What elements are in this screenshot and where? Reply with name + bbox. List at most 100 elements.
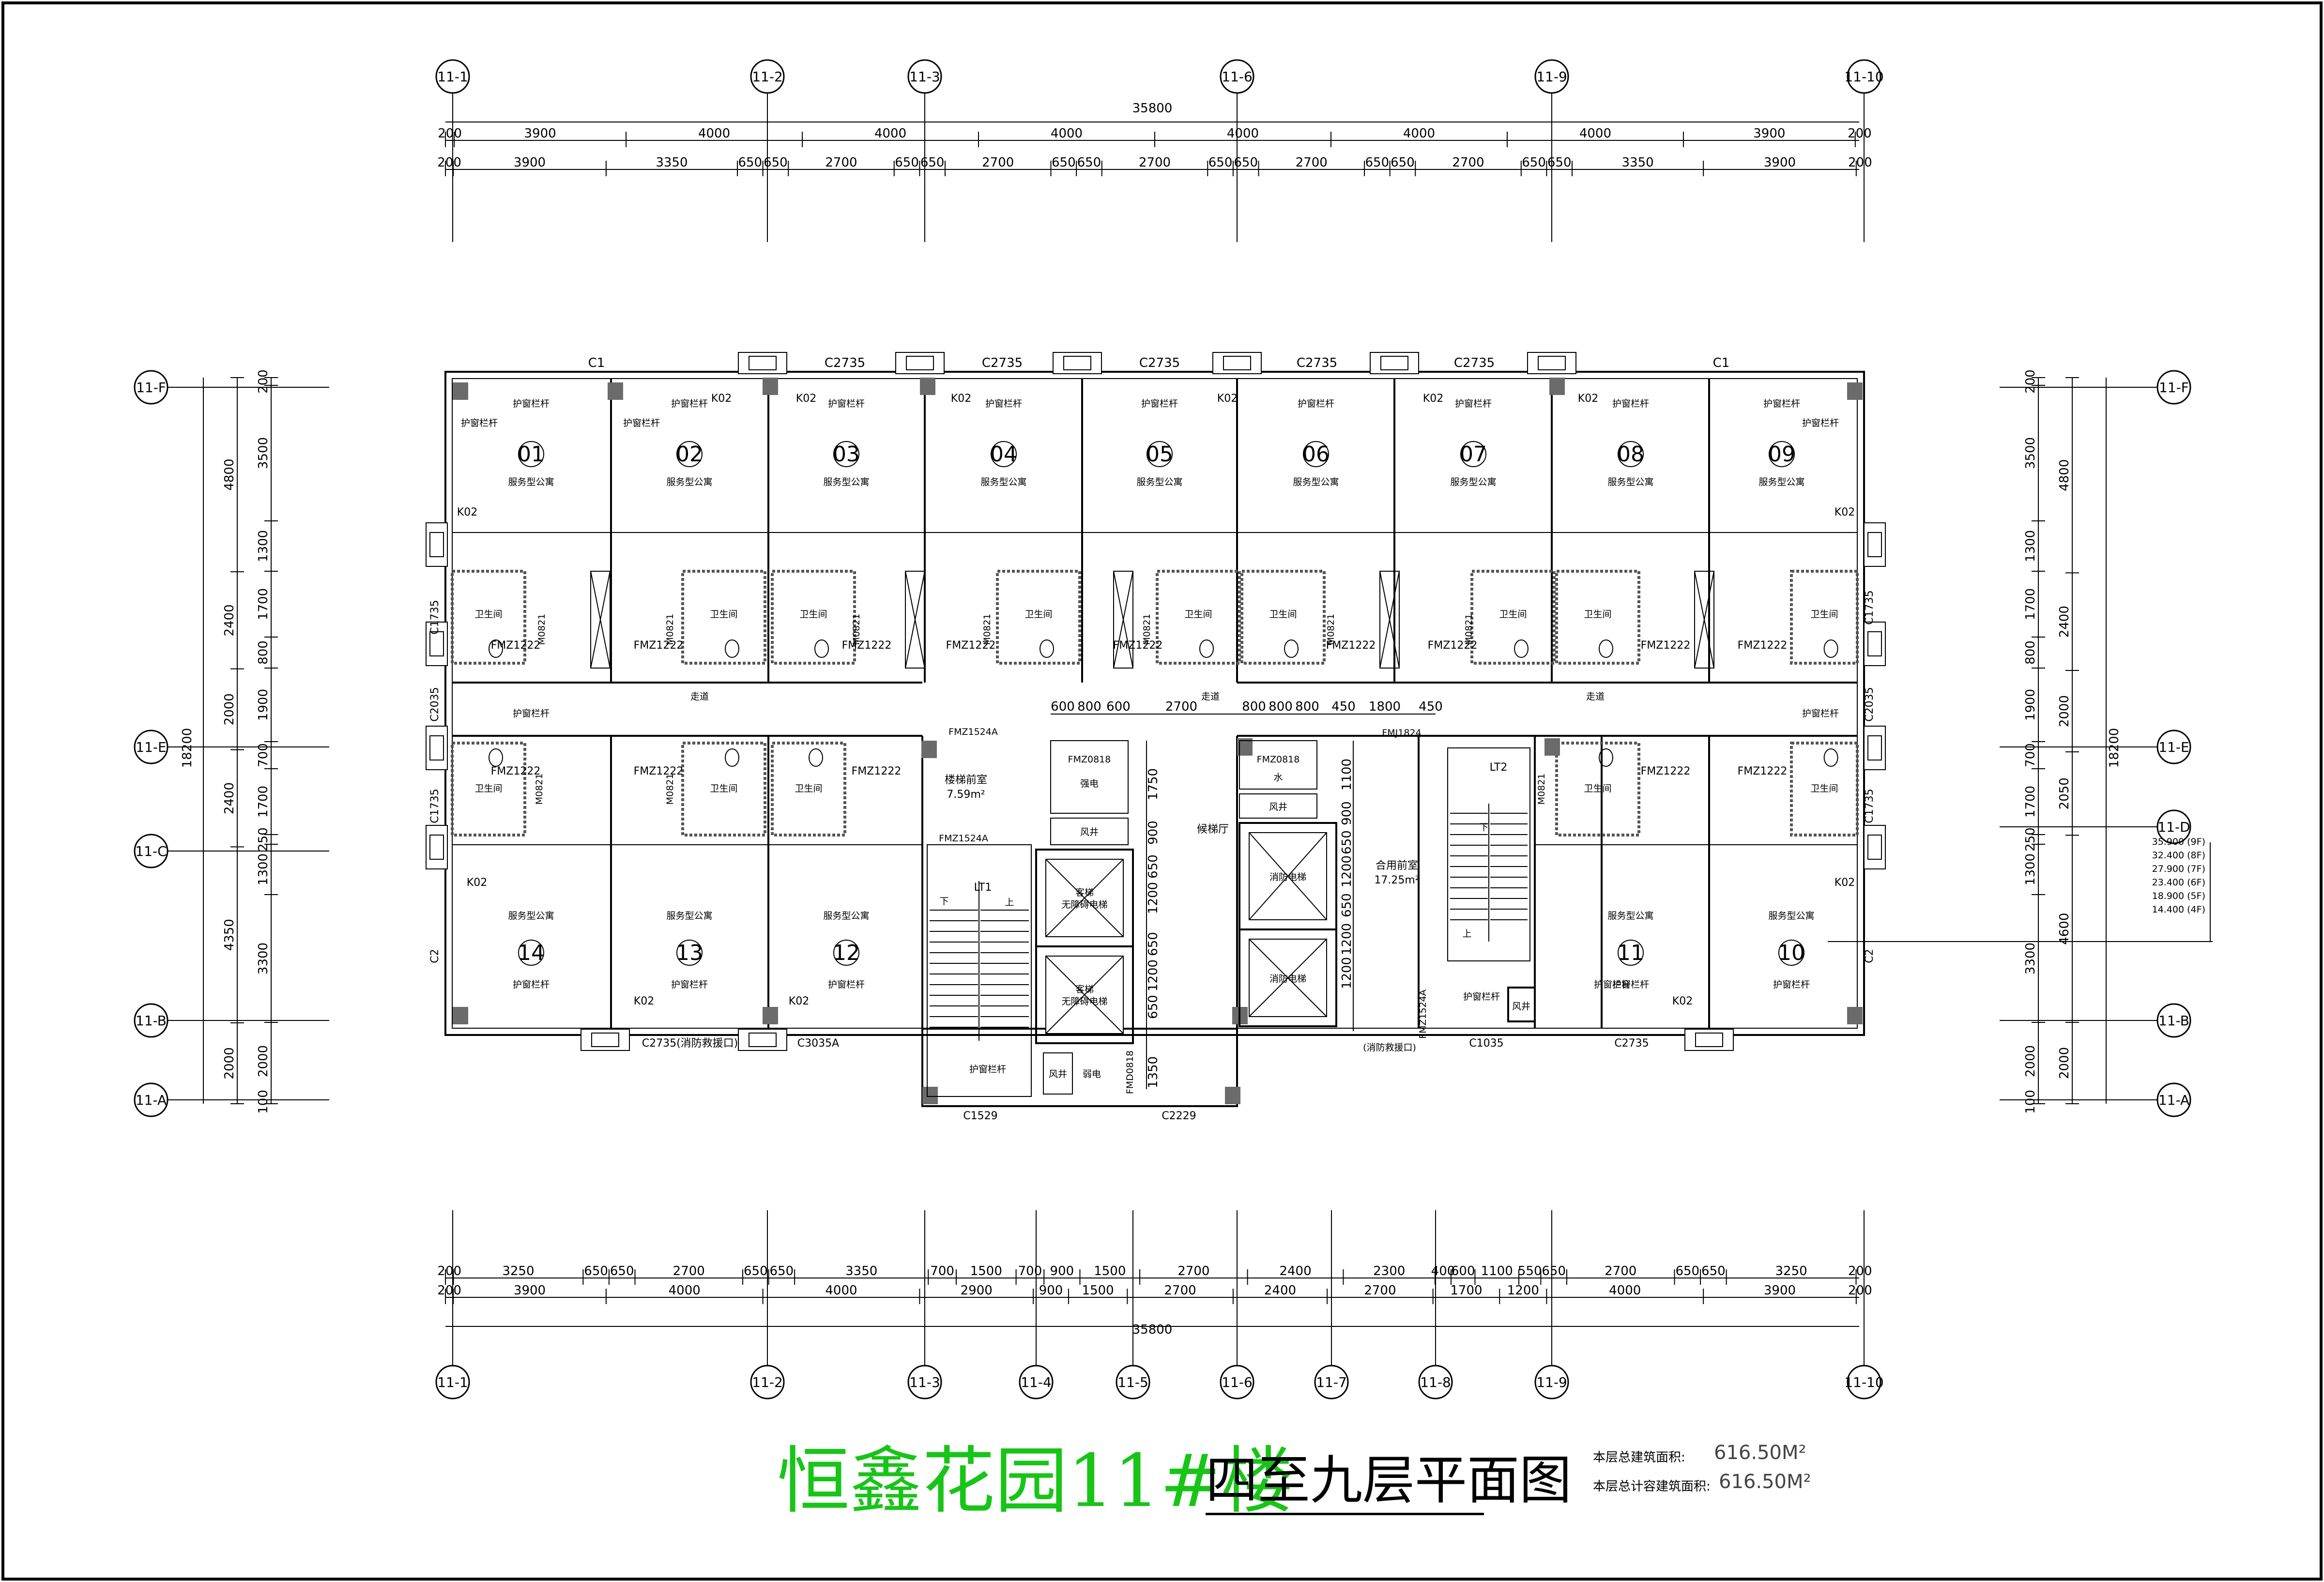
dim-value: 200 — [1848, 1264, 1872, 1278]
stair2-label: LT2 — [1490, 761, 1508, 774]
dim-value: 2000 — [256, 1045, 271, 1077]
tag-c2735-2: C2735 — [982, 356, 1023, 370]
room-type: 服务型公寓 — [508, 911, 554, 921]
tag-fmz1222: FMZ1222 — [1641, 639, 1691, 652]
room-rail: 护窗栏杆 — [1298, 398, 1334, 409]
room-type: 服务型公寓 — [823, 477, 869, 487]
axis-bubble — [1019, 1365, 1054, 1399]
dim-value: 1700 — [256, 588, 271, 620]
dim-value: 3900 — [1764, 155, 1796, 170]
elevation-value: 23.400 (6F) — [2152, 877, 2205, 888]
axis-label: 11-E — [2158, 739, 2189, 755]
room-number-circle — [1460, 441, 1486, 467]
dim-value: 250 — [2023, 827, 2038, 852]
axis-label: 11-7 — [1316, 1374, 1347, 1390]
corridor-label-2: 走道 — [1201, 691, 1220, 702]
core-dim-value: 600 — [1051, 700, 1075, 714]
dim-value: 200 — [1848, 155, 1872, 170]
dim-value: 3250 — [1775, 1264, 1807, 1278]
room-number: 04 — [990, 442, 1017, 467]
room-number: 13 — [676, 941, 703, 965]
dim-value: 650 — [1522, 155, 1546, 170]
axis-label: 11-C — [135, 843, 167, 859]
axis-bubble — [750, 59, 785, 94]
dim-value: 2700 — [1139, 155, 1171, 170]
bathroom-label: 卫生间 — [710, 609, 737, 620]
tag-c2735-6: C2735 — [1614, 1037, 1649, 1050]
axis-bubble — [907, 1365, 942, 1399]
room-rail: 护窗栏杆 — [828, 398, 865, 409]
core: LT1 下 上 护窗栏杆 楼梯前室 7.59m² FMZ1524A FMZ152… — [927, 691, 1536, 1097]
dim-value: 650 — [1391, 155, 1415, 170]
bathroom-label: 卫生间 — [1024, 609, 1052, 620]
dim-value: 100 — [2023, 1090, 2038, 1114]
dim-value: 2700 — [1364, 1283, 1396, 1298]
column — [453, 1007, 468, 1024]
tag-k02: K02 — [1835, 877, 1855, 889]
facade-tags: C1 C1 C2735 C2735 C2735 C2735 C2735 C273… — [429, 356, 1876, 1122]
dim-value: 650 — [1365, 155, 1390, 170]
axis-label: 11-D — [2157, 819, 2190, 835]
axis-bubble — [1847, 59, 1881, 94]
core-dim-value: 1200 — [1146, 959, 1161, 991]
room-number: 02 — [676, 442, 703, 467]
room-number-circle — [518, 441, 544, 467]
core-dim-value: 2700 — [1165, 700, 1197, 714]
bathroom-label: 卫生间 — [474, 609, 502, 620]
dim-value: 2700 — [1296, 155, 1328, 170]
tag-fmz1222: FMZ1222 — [634, 639, 684, 652]
dim-value: 650 — [1208, 155, 1233, 170]
tag-m0821: M0821 — [534, 774, 545, 805]
elevation-value: 14.400 (4F) — [2152, 904, 2205, 915]
stair2-rail: 护窗栏杆 — [1463, 991, 1500, 1002]
tag-fmz1222: FMZ1222 — [1738, 639, 1788, 652]
room-number-circle — [833, 441, 859, 467]
axis-bubble — [134, 730, 168, 764]
elevation-value: 32.400 (8F) — [2152, 850, 2205, 861]
dim-value: 200 — [256, 369, 271, 394]
room-number: 08 — [1617, 442, 1644, 467]
bathroom-label: 卫生间 — [799, 609, 827, 620]
axis-label: 11-3 — [909, 69, 940, 85]
dim-value: 4000 — [1051, 126, 1083, 141]
tag-c2-left: C2 — [429, 949, 441, 963]
room-number: 01 — [518, 442, 545, 467]
core-dim-value: 800 — [1295, 700, 1319, 714]
room-type: 服务型公寓 — [666, 911, 712, 921]
dim-value: 900 — [1039, 1283, 1063, 1298]
axis-label: 11-1 — [437, 1374, 468, 1390]
dim-value: 200 — [2023, 369, 2038, 394]
core-dim-value: 1200 — [1340, 855, 1354, 887]
room-number-circle — [1618, 940, 1644, 966]
tag-c1-right: C1 — [1713, 356, 1730, 370]
bathroom-label: 卫生间 — [1269, 609, 1297, 620]
tag-fmz1222: FMZ1222 — [634, 765, 684, 777]
room-labels: 01服务型公寓护窗栏杆02服务型公寓护窗栏杆03服务型公寓护窗栏杆04服务型公寓… — [461, 398, 1839, 990]
elevation-value: 18.900 (5F) — [2152, 891, 2205, 901]
room-rail: 护窗栏杆 — [513, 979, 550, 990]
axis-label: 11-B — [2158, 1013, 2189, 1029]
dim-top-total: 35800 — [1132, 101, 1173, 116]
axis-bubble — [134, 370, 168, 405]
axis-bubble — [134, 1003, 168, 1038]
dim-value: 650 — [1077, 155, 1101, 170]
axis-label: 11-2 — [752, 1374, 783, 1390]
tag-c1735-4: C1735 — [1864, 789, 1876, 823]
room-number: 10 — [1778, 941, 1805, 965]
dim-value: 200 — [438, 126, 462, 141]
dim-value: 1700 — [1450, 1283, 1482, 1298]
dim-value: 3900 — [514, 1283, 546, 1298]
bathroom-label: 卫生间 — [1584, 609, 1611, 620]
elevator-2-barrier-free: 无障碍电梯 — [1061, 996, 1107, 1007]
room-type: 服务型公寓 — [1450, 477, 1496, 487]
axis-bubble — [1534, 1365, 1569, 1399]
dim-value: 1500 — [970, 1264, 1002, 1278]
bathroom-label: 卫生间 — [1810, 609, 1838, 620]
dim-value: 650 — [738, 155, 762, 170]
dim-value: 650 — [895, 155, 919, 170]
bathroom-label: 卫生间 — [1184, 609, 1212, 620]
dim-value: 3500 — [2023, 437, 2038, 469]
